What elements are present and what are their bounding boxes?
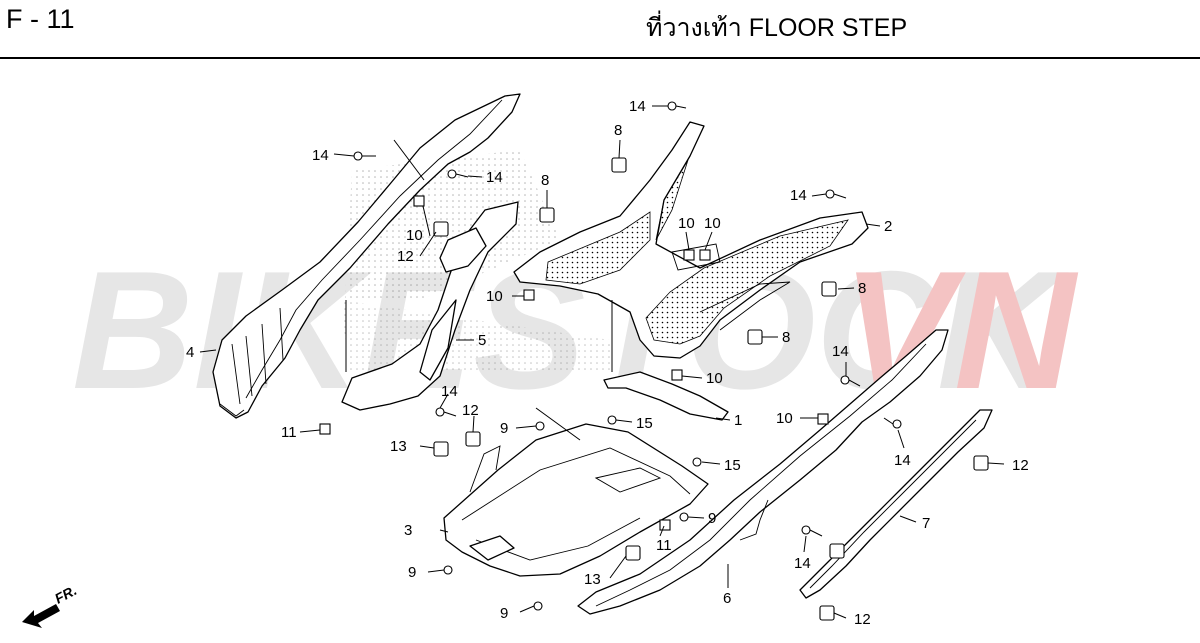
callout-12: 12: [462, 402, 479, 419]
clip-icon: [413, 195, 425, 207]
bolt-icon: [433, 441, 449, 457]
right-inner-trim: [799, 409, 993, 599]
screw-icon: [533, 601, 543, 611]
callout-12: 12: [854, 611, 871, 628]
screw-icon: [443, 565, 453, 575]
bolt-icon: [829, 543, 845, 559]
bolt-icon: [819, 605, 835, 621]
callout-9: 9: [408, 564, 416, 581]
callout-15: 15: [636, 415, 653, 432]
callout-8: 8: [782, 329, 790, 346]
callout-11: 11: [656, 537, 672, 554]
screw-icon: [667, 101, 687, 111]
callout-3: 3: [404, 522, 412, 539]
clip-icon: [659, 519, 671, 531]
callout-5: 5: [478, 332, 486, 349]
screw-icon: [692, 457, 702, 467]
callout-8: 8: [614, 122, 622, 139]
callout-2: 2: [884, 218, 892, 235]
callout-14: 14: [441, 383, 458, 400]
callout-14: 14: [790, 187, 807, 204]
callout-12: 12: [397, 248, 414, 265]
screw-icon: [801, 525, 823, 537]
clip-icon: [699, 249, 711, 261]
header-divider: [0, 57, 1200, 59]
screw-icon: [840, 375, 861, 387]
clip-icon: [319, 423, 331, 435]
leader-lines: [199, 105, 1005, 619]
callout-9: 9: [708, 510, 716, 527]
screw-icon: [535, 421, 545, 431]
callout-14: 14: [312, 147, 329, 164]
callout-1: 1: [734, 412, 742, 429]
callout-13: 13: [584, 571, 601, 588]
callout-8: 8: [858, 280, 866, 297]
screw-icon: [883, 417, 902, 429]
callout-6: 6: [723, 590, 731, 607]
front-label: FR.: [52, 582, 79, 607]
callout-13: 13: [390, 438, 407, 455]
callout-10: 10: [704, 215, 721, 232]
fasteners: [319, 101, 989, 621]
callout-9: 9: [500, 420, 508, 437]
bolt-icon: [433, 221, 449, 237]
callouts: 14 14 14 14 14 14 14 14 8 8 8 8 10 10 10…: [186, 98, 1029, 628]
bolt-icon: [821, 281, 837, 297]
callout-14: 14: [794, 555, 811, 572]
callout-14: 14: [629, 98, 646, 115]
screw-icon: [447, 169, 469, 179]
bolt-icon: [973, 455, 989, 471]
page-code: F - 11: [6, 4, 75, 34]
callout-8: 8: [541, 172, 549, 189]
callout-10: 10: [406, 227, 423, 244]
front-direction-indicator: FR.: [22, 582, 79, 628]
callout-12: 12: [1012, 457, 1029, 474]
screw-icon: [825, 189, 847, 199]
bolt-icon: [611, 157, 627, 173]
callout-11: 11: [281, 424, 297, 441]
screw-icon: [679, 512, 689, 522]
callout-7: 7: [922, 515, 930, 532]
left-side-cover: [212, 93, 521, 419]
arrow-icon: [22, 604, 60, 628]
callout-15: 15: [724, 457, 741, 474]
inner-garnish: [341, 201, 519, 411]
page-title: ที่วางเท้า FLOOR STEP: [646, 14, 908, 42]
callout-14: 14: [832, 343, 849, 360]
bolt-icon: [747, 329, 763, 345]
bolt-icon: [539, 207, 555, 223]
floor-step-main: [513, 121, 869, 359]
clip-icon: [817, 413, 829, 425]
callout-10: 10: [776, 410, 793, 427]
clip-icon: [523, 289, 535, 301]
callout-10: 10: [706, 370, 723, 387]
clip-icon: [671, 369, 683, 381]
screw-icon: [353, 151, 376, 161]
bolt-icon: [625, 545, 641, 561]
under-cover: [443, 423, 709, 577]
callout-10: 10: [678, 215, 695, 232]
clip-icon: [683, 249, 695, 261]
floor-bracket: [603, 371, 729, 421]
screw-icon: [607, 415, 617, 425]
callout-10: 10: [486, 288, 503, 305]
callout-9: 9: [500, 605, 508, 622]
right-lower-trim: [577, 329, 949, 615]
callout-4: 4: [186, 344, 194, 361]
callout-14: 14: [486, 169, 503, 186]
bolt-icon: [465, 431, 481, 447]
callout-14: 14: [894, 452, 911, 469]
